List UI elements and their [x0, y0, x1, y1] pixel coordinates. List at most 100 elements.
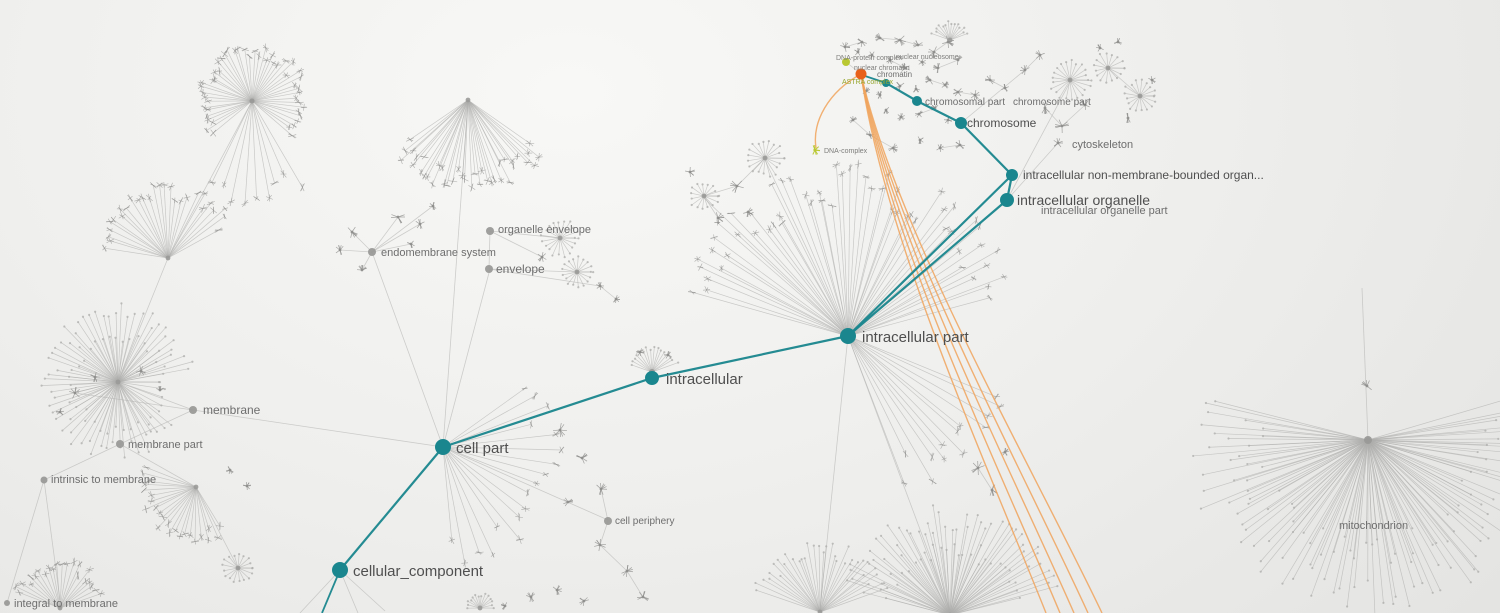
go-term-node-intracellular-part[interactable] [840, 328, 856, 344]
star-node[interactable] [875, 91, 882, 99]
fan-center-node[interactable] [557, 235, 563, 241]
graph-node[interactable] [40, 476, 48, 484]
star-node[interactable] [917, 136, 924, 145]
graph-node[interactable] [4, 600, 10, 606]
star-node[interactable] [913, 84, 920, 93]
star-node[interactable] [596, 281, 605, 290]
label-mitochondrion[interactable]: mitochondrion [1339, 520, 1408, 532]
fan-center-node[interactable] [701, 193, 707, 199]
star-node[interactable] [918, 58, 926, 67]
fan-center-node[interactable] [235, 565, 241, 571]
star-node[interactable] [912, 40, 924, 48]
star-node[interactable] [883, 107, 890, 114]
graph-node[interactable] [485, 265, 493, 273]
star-node[interactable] [854, 47, 861, 56]
star-node[interactable] [868, 51, 876, 59]
star-node[interactable] [895, 81, 905, 92]
graph-node[interactable] [486, 227, 494, 235]
orange-node[interactable] [855, 68, 867, 80]
star-node[interactable] [69, 386, 80, 399]
graph-node[interactable] [189, 406, 197, 414]
star-node[interactable] [1126, 112, 1131, 124]
green-node[interactable] [842, 58, 850, 66]
star-node[interactable] [347, 226, 358, 238]
star-node[interactable] [537, 252, 547, 262]
star-node[interactable] [899, 62, 910, 72]
star-node[interactable] [886, 56, 894, 64]
go-term-node-chromatin-node[interactable] [882, 79, 890, 87]
star-node[interactable] [356, 264, 367, 272]
star-node[interactable] [1114, 38, 1122, 45]
label-cellular-component[interactable]: cellular_component [353, 563, 484, 580]
star-node[interactable] [621, 565, 633, 578]
star-node[interactable] [428, 201, 437, 211]
fan-center-node[interactable] [762, 155, 768, 161]
fan-center-node[interactable] [465, 97, 471, 103]
star-node[interactable] [730, 180, 744, 193]
star-node[interactable] [136, 366, 146, 376]
star-node[interactable] [1053, 138, 1064, 148]
label-chromatin[interactable]: chromatin [877, 70, 912, 79]
star-node[interactable] [415, 218, 425, 229]
star-node[interactable] [242, 482, 252, 491]
fan-center-node[interactable] [115, 379, 121, 385]
star-node[interactable] [1054, 119, 1070, 134]
star-node[interactable] [552, 585, 562, 596]
label-cytoskeleton[interactable]: cytoskeleton [1072, 139, 1133, 151]
star-node[interactable] [156, 385, 164, 392]
fan-center-node[interactable] [1137, 93, 1143, 99]
graph-node[interactable] [604, 517, 612, 525]
star-node[interactable] [874, 33, 885, 42]
star-node[interactable] [552, 423, 567, 438]
star-node[interactable] [635, 348, 644, 357]
star-node[interactable] [1041, 102, 1050, 115]
star-node[interactable] [936, 144, 944, 153]
graph-node[interactable] [368, 248, 376, 256]
star-node[interactable] [743, 207, 753, 218]
fan-center-node[interactable] [1105, 65, 1111, 71]
label-membrane-part[interactable]: membrane part [128, 439, 203, 451]
star-node[interactable] [1095, 43, 1104, 52]
star-node[interactable] [335, 245, 344, 255]
star-node[interactable] [563, 497, 574, 507]
star-node[interactable] [984, 74, 996, 85]
star-node[interactable] [226, 466, 234, 474]
label-intracellular-part[interactable]: intracellular part [862, 329, 970, 346]
fan-center-node[interactable] [165, 255, 171, 261]
label-organelle-envelope[interactable]: organelle envelope [498, 224, 591, 236]
star-node[interactable] [715, 212, 725, 225]
star-node[interactable] [933, 62, 940, 74]
label-integral-to-membrane[interactable]: integral to membrane [14, 598, 118, 610]
star-node[interactable] [685, 166, 695, 178]
go-term-node-intracellular-organelle[interactable] [1000, 193, 1014, 207]
fan-center-node[interactable] [574, 269, 580, 275]
star-node[interactable] [897, 112, 905, 121]
star-node[interactable] [953, 55, 963, 66]
star-node[interactable] [596, 482, 608, 495]
label-chromosomal-part[interactable]: chromosomal part [925, 97, 1005, 108]
star-node[interactable] [941, 81, 950, 89]
star-node[interactable] [1019, 65, 1030, 76]
star-node[interactable] [526, 592, 536, 602]
star-node[interactable] [1079, 100, 1090, 111]
label-cell-part[interactable]: cell part [456, 440, 509, 457]
star-node[interactable] [1035, 50, 1045, 61]
label-intrinsic-to-membrane[interactable]: intrinsic to membrane [51, 474, 156, 486]
label-membrane[interactable]: membrane [203, 403, 261, 417]
label-chromosome-part[interactable]: chromosome part [1013, 97, 1091, 108]
star-node[interactable] [636, 591, 649, 601]
star-node[interactable] [840, 42, 851, 52]
star-node[interactable] [971, 460, 985, 476]
star-node[interactable] [914, 110, 923, 118]
star-node[interactable] [849, 115, 857, 124]
fan-center-node[interactable] [249, 98, 255, 104]
star-node[interactable] [1361, 379, 1372, 391]
star-node[interactable] [1148, 76, 1156, 85]
star-node[interactable] [1001, 83, 1009, 92]
fan-center-node[interactable] [477, 605, 483, 611]
star-node[interactable] [927, 46, 940, 59]
label-endomembrane-system[interactable]: endomembrane system [381, 247, 496, 259]
green-star-node[interactable] [812, 144, 821, 155]
